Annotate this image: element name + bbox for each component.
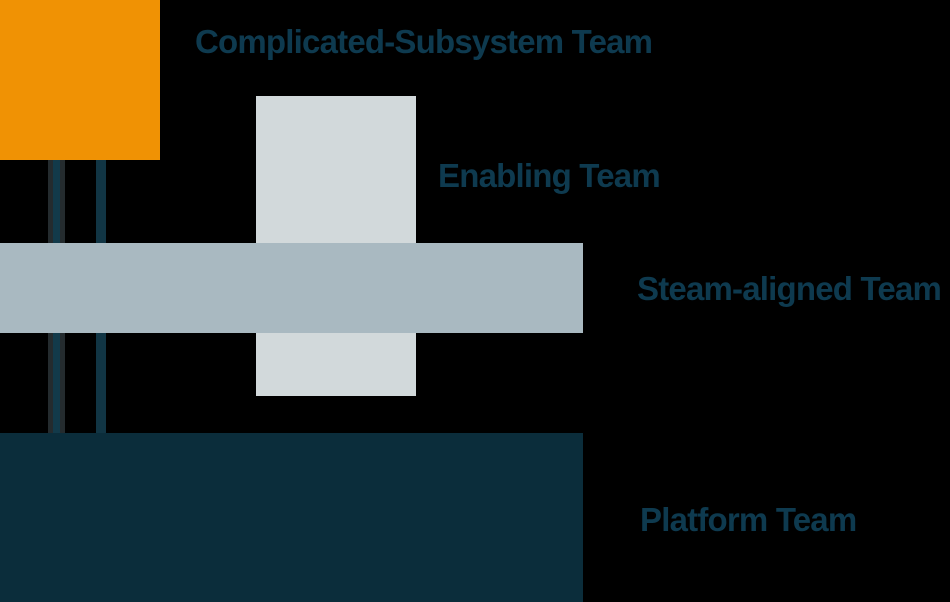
platform-team-bar bbox=[0, 433, 583, 602]
platform-team-label: Platform Team bbox=[640, 501, 857, 538]
connector-complicated-to-stream-left bbox=[48, 159, 65, 244]
connector-stream-to-platform-left bbox=[48, 332, 65, 434]
connector-stream-to-platform-right bbox=[96, 332, 106, 434]
stream-aligned-team-label: Steam-aligned Team bbox=[637, 270, 942, 307]
enabling-team-label: Enabling Team bbox=[438, 157, 661, 194]
stream-aligned-team-bar bbox=[0, 243, 583, 333]
complicated-subsystem-team-label: Complicated-Subsystem Team bbox=[195, 23, 653, 60]
connector-complicated-to-stream-right bbox=[96, 159, 106, 244]
complicated-subsystem-team-box bbox=[0, 0, 160, 160]
